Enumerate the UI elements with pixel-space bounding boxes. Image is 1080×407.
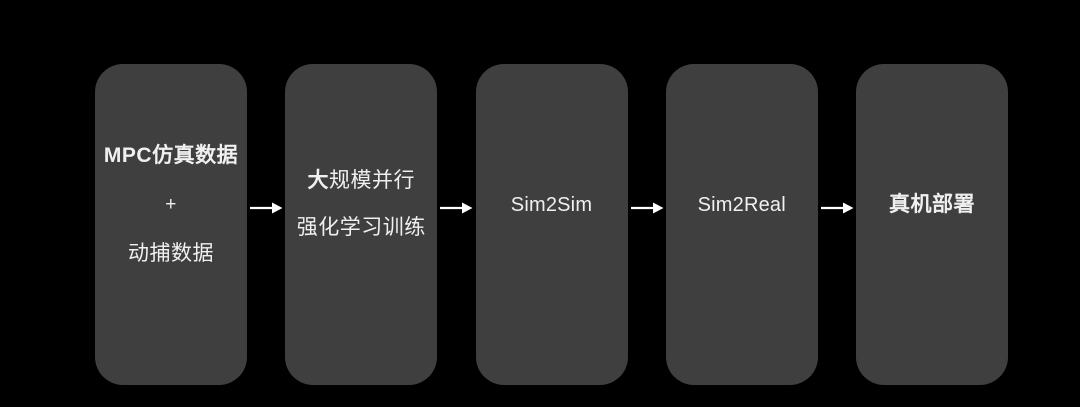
node-label: 真机部署 [889, 192, 975, 216]
pipeline-flow: MPC仿真数据 + 动捕数据 大规模并行 强化学习训练 Sim2Sim [95, 64, 1008, 385]
node-label-line: 大规模并行 [308, 168, 416, 194]
flow-connector [818, 64, 856, 385]
flow-node-sim2sim: Sim2Sim [475, 64, 628, 385]
node-label-bold-part: 大 [307, 169, 329, 192]
node-label-line: 动捕数据 [128, 241, 214, 265]
node-label: Sim2Real [697, 193, 786, 216]
node-label-line: MPC仿真数据 [103, 143, 239, 167]
plus-sign: + [165, 193, 177, 215]
node-label: Sim2Sim [510, 193, 593, 216]
flow-node-real-deploy: 真机部署 [856, 64, 1008, 385]
flow-node-rl-training: 大规模并行 强化学习训练 [285, 64, 438, 385]
right-arrow-icon [820, 202, 854, 214]
flow-connector [247, 64, 285, 385]
flow-node-sim2real: Sim2Real [665, 64, 818, 385]
right-arrow-icon [630, 202, 664, 214]
flow-node-mpc-data: MPC仿真数据 + 动捕数据 [95, 64, 247, 385]
right-arrow-icon [250, 202, 283, 214]
flow-connector [628, 64, 666, 385]
flow-connector [437, 64, 475, 385]
node-label-part: 规模并行 [329, 169, 415, 192]
right-arrow-icon [440, 202, 473, 214]
node-label-line: 强化学习训练 [296, 216, 426, 239]
